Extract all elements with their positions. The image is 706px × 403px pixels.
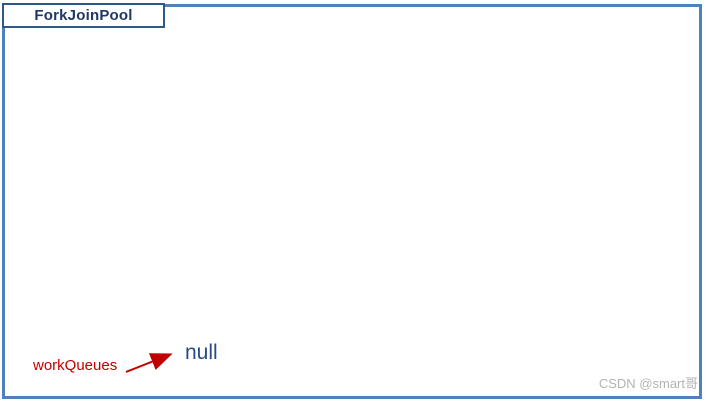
- forkjoinpool-container-box: [2, 4, 702, 399]
- forkjoinpool-title-tab: ForkJoinPool: [2, 3, 165, 28]
- csdn-watermark: CSDN @smart哥: [598, 376, 698, 391]
- arrow-icon: [125, 353, 173, 373]
- workqueues-field-label: workQueues: [33, 357, 118, 374]
- forkjoinpool-title: ForkJoinPool: [34, 7, 133, 24]
- workqueues-field-value: null: [185, 341, 218, 364]
